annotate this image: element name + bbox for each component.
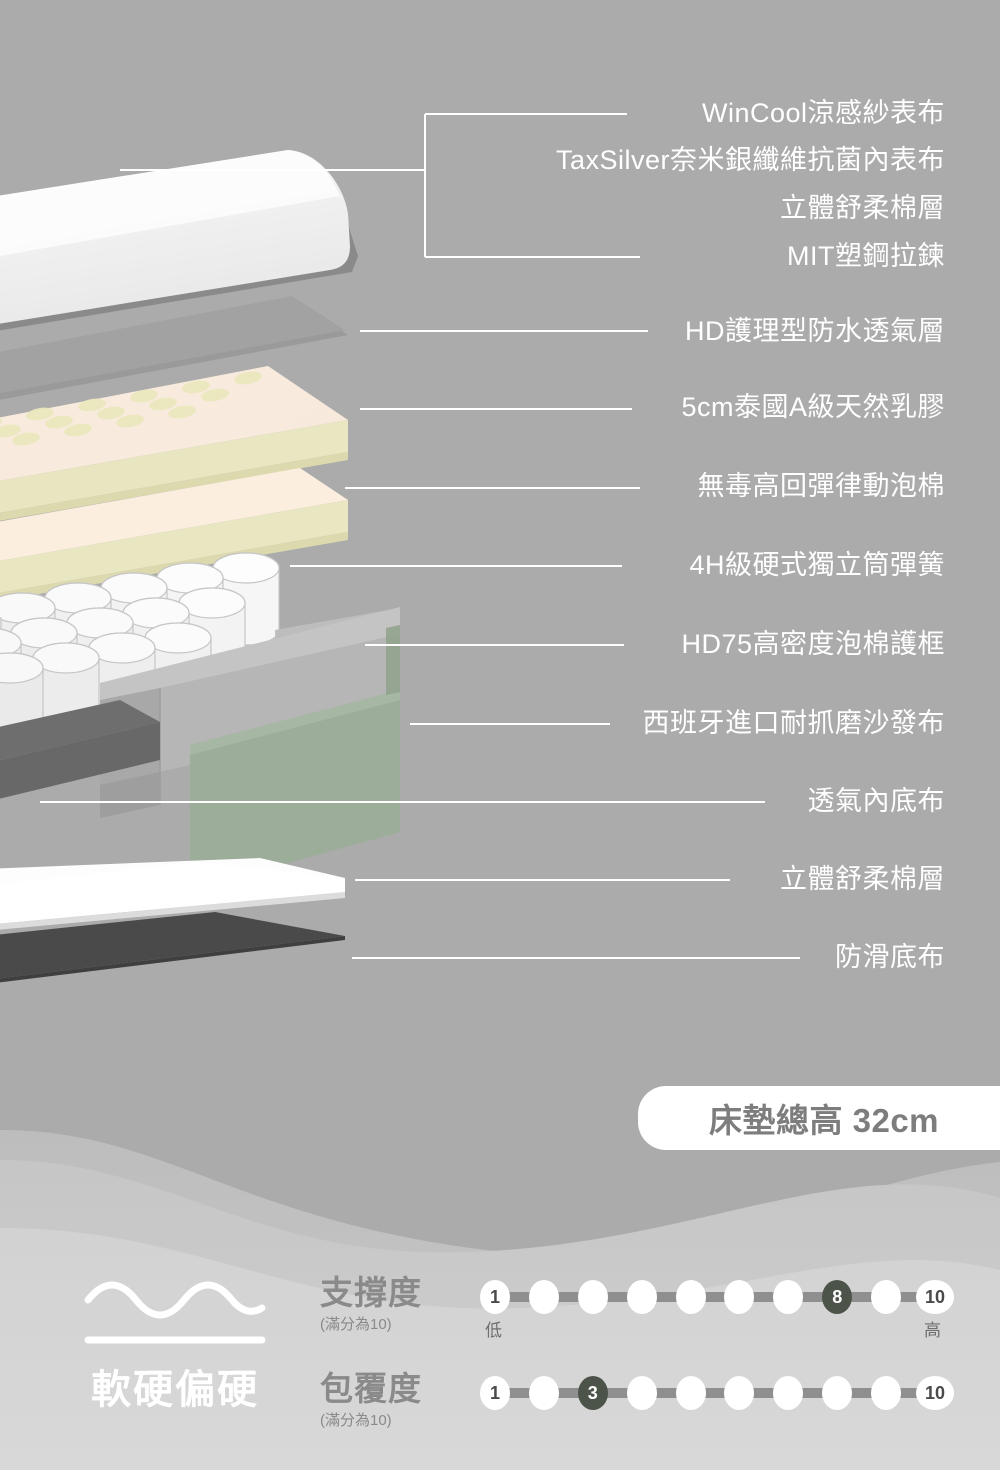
rating-dot-7[interactable] [773, 1376, 804, 1410]
rating-name-coverage: 包覆度 [320, 1370, 422, 1407]
total-height-text: 床墊總高 32cm [708, 1102, 940, 1139]
rating-row-coverage: 包覆度 (滿分為10) 1 3 10 [320, 1372, 980, 1446]
layer-label-comfort-bottom: 立體舒柔棉層 [780, 864, 945, 894]
rating-label-coverage: 包覆度 (滿分為10) [320, 1372, 468, 1428]
rating-sub-coverage: (滿分為10) [320, 1412, 392, 1429]
layer-label-inner-base: 透氣內底布 [807, 786, 945, 816]
rating-dot-4[interactable] [626, 1376, 657, 1410]
rating-scale-coverage[interactable]: 1 3 10 [480, 1376, 954, 1410]
rating-track [492, 1292, 938, 1302]
layer-label-wincool: WinCool涼感紗表布 [701, 98, 945, 128]
layer-label-taxsilver: TaxSilver奈米銀纖維抗菌內表布 [555, 145, 945, 175]
layer-anti-slip [0, 912, 345, 983]
layer-label-hd-waterproof: HD護理型防水透氣層 [685, 316, 945, 346]
layer-label-list: WinCool涼感紗表布 TaxSilver奈米銀纖維抗菌內表布 立體舒柔棉層 … [555, 98, 945, 972]
rating-dot-6[interactable] [724, 1280, 755, 1314]
rating-dot-10[interactable]: 10 [916, 1376, 954, 1410]
rating-track [492, 1388, 938, 1398]
rating-endcap-low-support: 低 [485, 1321, 502, 1340]
layer-label-hr-foam: 無毒高回彈律動泡棉 [697, 471, 945, 501]
rating-dot-7[interactable] [773, 1280, 804, 1314]
rating-dot-9[interactable] [871, 1280, 902, 1314]
layer-inner-base [0, 700, 160, 799]
rating-dot-3[interactable] [577, 1280, 608, 1314]
rating-dot-8[interactable]: 8 [822, 1280, 853, 1314]
layer-label-latex: 5cm泰國A級天然乳膠 [681, 392, 945, 422]
layer-comfort-bottom [0, 858, 345, 930]
rating-dot-2[interactable] [528, 1280, 559, 1314]
rating-label-support: 支撐度 (滿分為10) [320, 1276, 468, 1332]
layer-hd-waterproof [0, 296, 348, 400]
wave-line-icon [84, 1281, 266, 1344]
rating-endcap-high-support: 高 [924, 1321, 941, 1340]
layer-label-pocket-spring: 4H級硬式獨立筒彈簧 [689, 550, 945, 580]
rating-dot-8[interactable] [822, 1376, 853, 1410]
layer-sofa-fabric [190, 625, 400, 890]
firmness-block: 軟硬偏硬 [55, 1278, 295, 1410]
rating-sub-support: (滿分為10) [320, 1316, 392, 1333]
rating-dot-3[interactable]: 3 [577, 1376, 608, 1410]
leader-lines [40, 113, 800, 959]
layer-label-comfort-top: 立體舒柔棉層 [780, 193, 945, 223]
rating-name-support: 支撐度 [320, 1274, 422, 1311]
total-height-badge: 床墊總高 32cm [638, 1086, 1000, 1150]
rating-dot-1[interactable]: 1 [480, 1376, 510, 1410]
firmness-label: 軟硬偏硬 [91, 1368, 259, 1412]
rating-dot-5[interactable] [675, 1280, 706, 1314]
rating-dot-10[interactable]: 10 [916, 1280, 954, 1314]
rating-dot-5[interactable] [675, 1376, 706, 1410]
rating-dot-6[interactable] [724, 1376, 755, 1410]
layer-label-anti-slip: 防滑底布 [835, 942, 945, 972]
layer-label-foam-frame: HD75高密度泡棉護框 [681, 629, 945, 659]
layer-latex [0, 366, 348, 521]
rating-dot-1[interactable]: 1 [480, 1280, 510, 1314]
rating-dot-4[interactable] [626, 1280, 657, 1314]
rating-dot-2[interactable] [528, 1376, 559, 1410]
layer-top-panel [0, 150, 358, 331]
layer-label-zipper: MIT塑鋼拉鍊 [787, 241, 945, 271]
mattress-exploded-illustration [0, 150, 400, 983]
layer-label-sofa-fabric: 西班牙進口耐抓磨沙發布 [642, 708, 945, 738]
rating-dot-9[interactable] [871, 1376, 902, 1410]
